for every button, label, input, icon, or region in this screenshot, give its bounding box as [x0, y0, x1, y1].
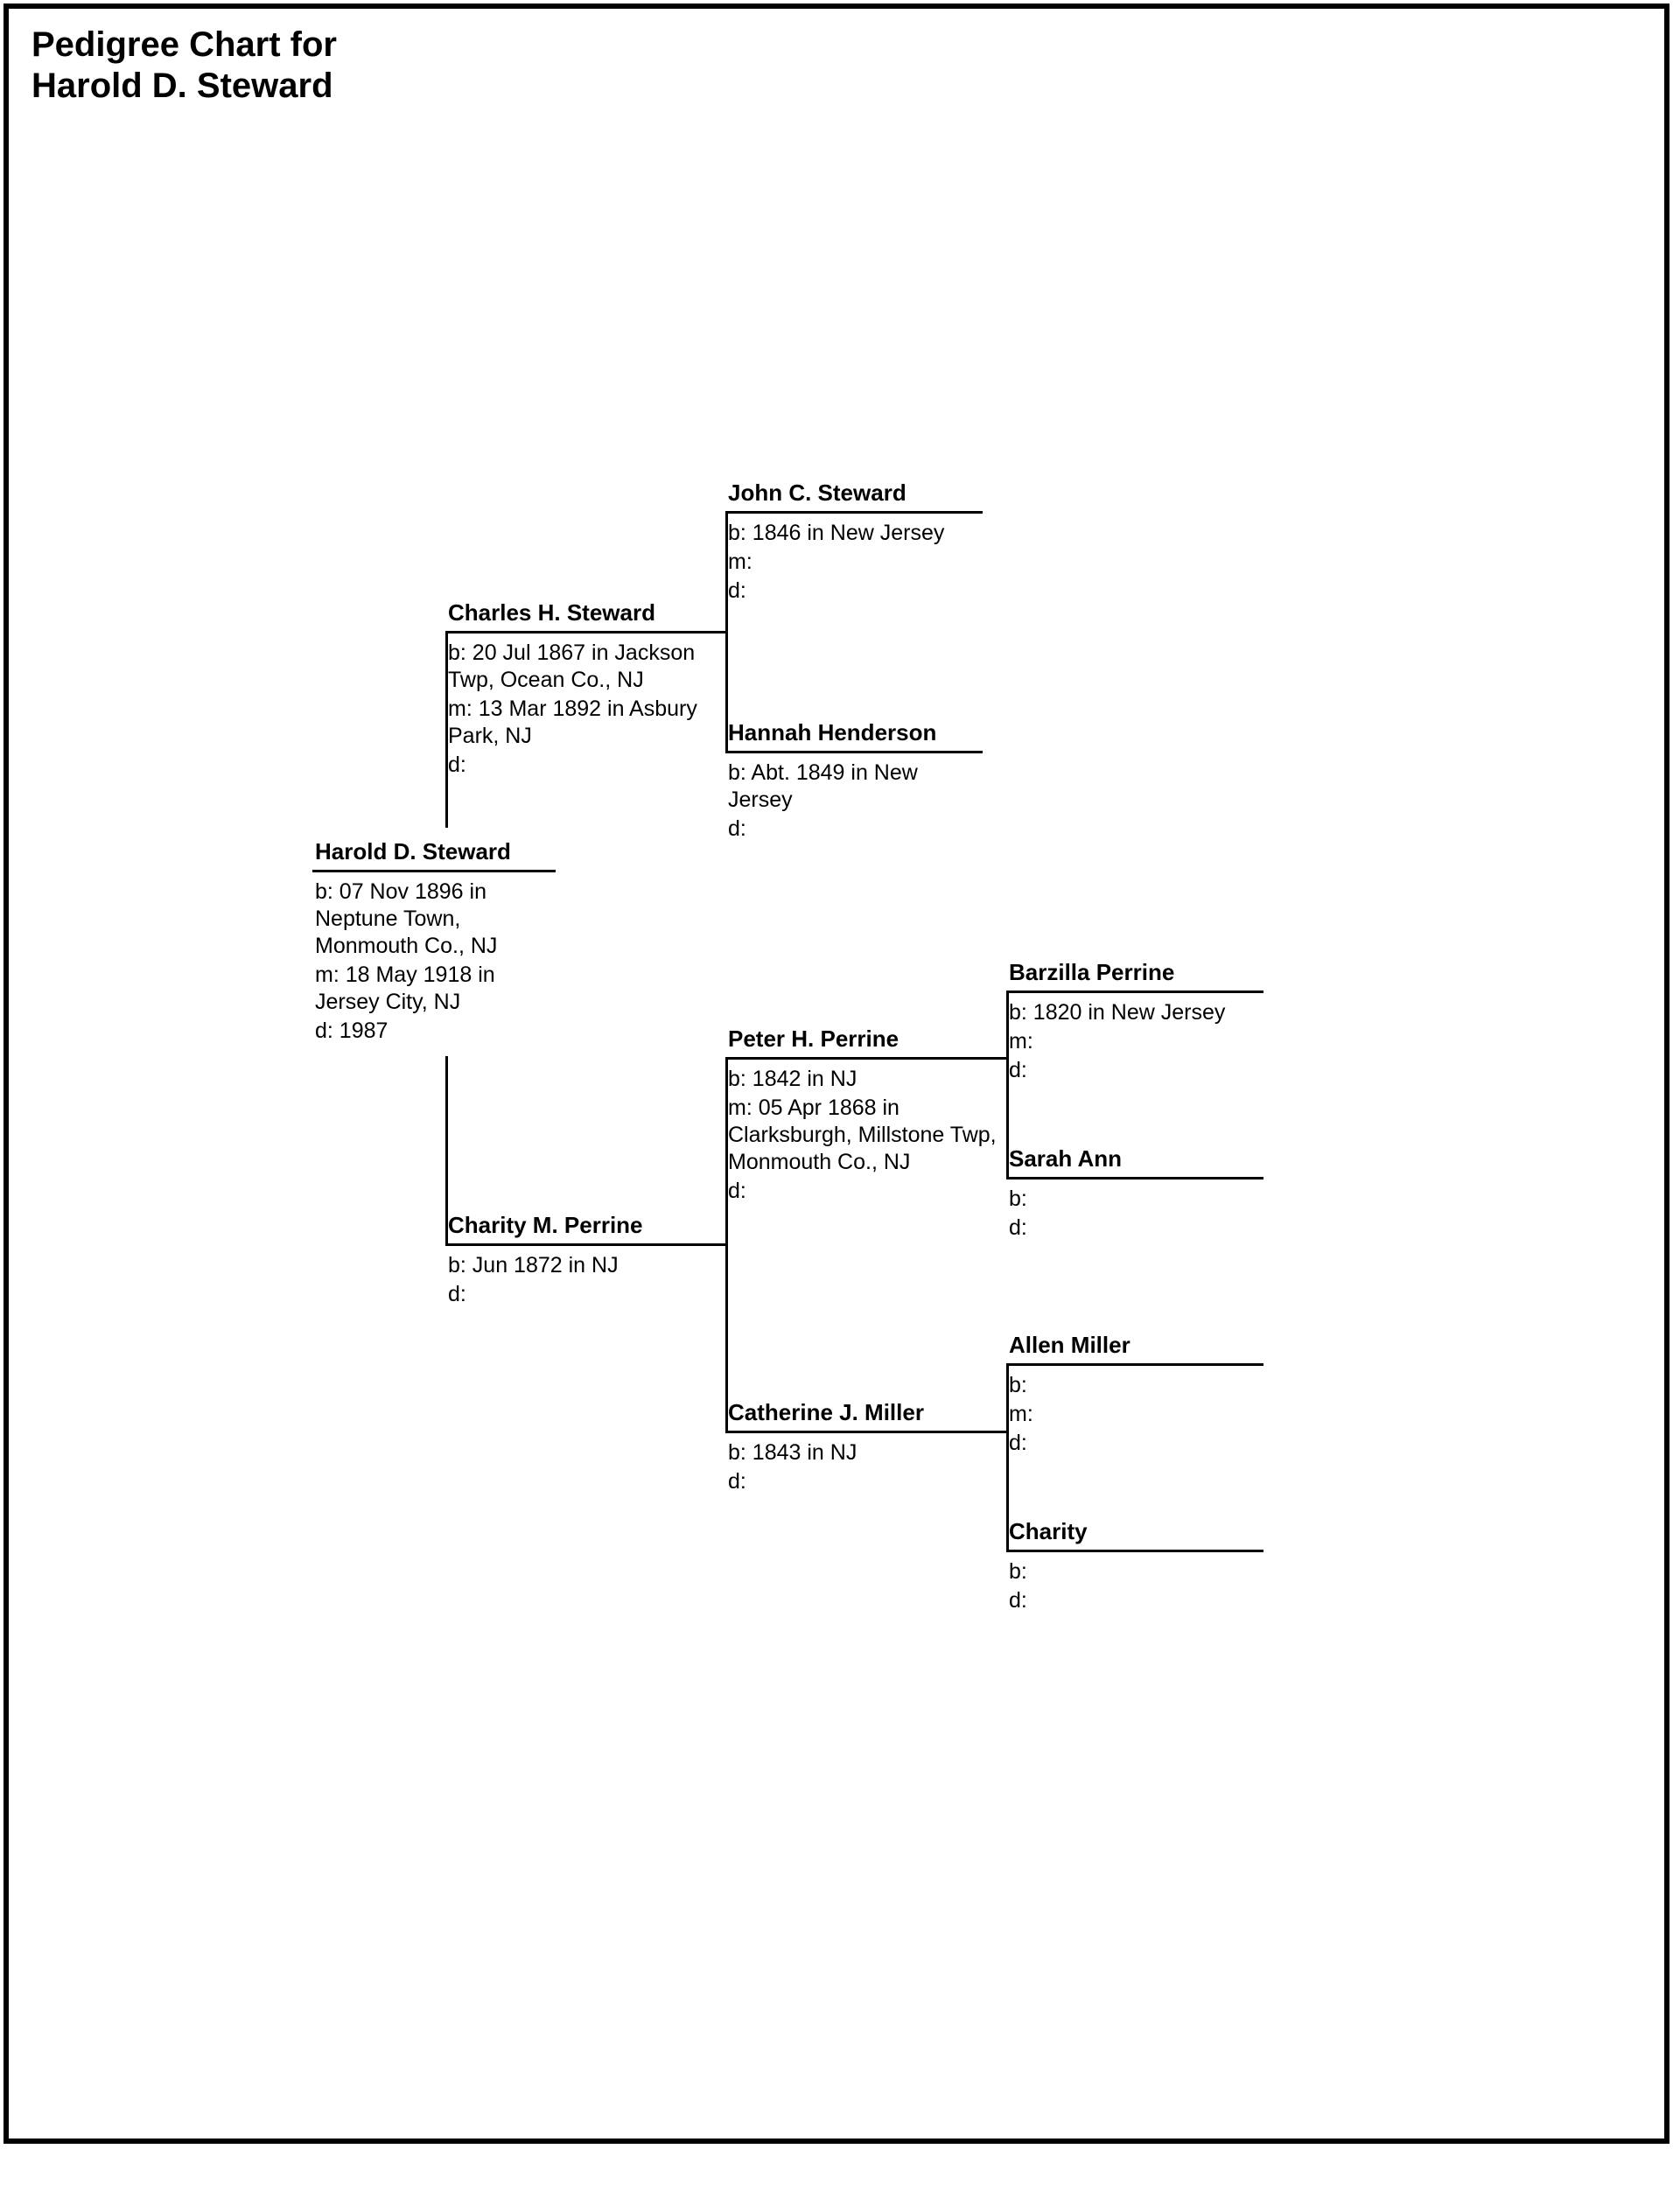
page-border — [4, 4, 1670, 2144]
person-name: Barzilla Perrine — [1009, 959, 1175, 985]
person-details: b: Jun 1872 in NJ d: — [448, 1252, 723, 1310]
name-underline — [1006, 990, 1264, 993]
person-name: Charles H. Steward — [448, 599, 655, 626]
life-event: m: — [728, 550, 752, 574]
life-event: d: — [1009, 1431, 1027, 1455]
connector-catherine-parents — [1006, 1363, 1009, 1552]
life-event: b: Abt. 1849 in New Jersey — [728, 760, 918, 812]
life-event: d: — [728, 578, 746, 603]
life-event: b: Jun 1872 in NJ — [448, 1253, 619, 1278]
person-details: b: 1846 in New Jersey m: d: — [728, 520, 978, 606]
person-details: b: d: — [1009, 1558, 1259, 1616]
person-name: Catherine J. Miller — [728, 1399, 924, 1425]
page-title-line-1: Pedigree Chart for — [32, 25, 337, 64]
life-event: b: — [1009, 1559, 1027, 1584]
person-name: Hannah Henderson — [728, 719, 937, 746]
page-title: Pedigree Chart for Harold D. Steward — [32, 24, 337, 107]
connector-harold-to-mother — [445, 1056, 448, 1246]
life-event: d: — [448, 1282, 466, 1306]
life-event: m: — [1009, 1029, 1033, 1054]
person-name: Charity M. Perrine — [448, 1212, 643, 1238]
person-details: b: Abt. 1849 in New Jersey d: — [728, 760, 978, 844]
life-event: b: 1843 in NJ — [728, 1440, 858, 1465]
person-details: b: 1843 in NJ d: — [728, 1439, 1003, 1497]
connector-harold-to-father — [445, 631, 448, 828]
life-event: d: — [1009, 1215, 1027, 1240]
connector-peter-parents — [1006, 990, 1009, 1180]
person-name: Allen Miller — [1009, 1332, 1130, 1358]
name-underline — [725, 1057, 1007, 1060]
life-event: m: 18 May 1918 in Jersey City, NJ — [315, 962, 495, 1014]
name-underline — [725, 511, 983, 514]
person-details: b: d: — [1009, 1186, 1259, 1243]
person-name: John C. Steward — [728, 480, 906, 506]
person-details: b: 07 Nov 1896 in Neptune Town, Monmouth… — [315, 878, 551, 1046]
person-details: b: m: d: — [1009, 1372, 1259, 1459]
life-event: d: — [728, 816, 746, 841]
person-details: b: 1820 in New Jersey m: d: — [1009, 999, 1259, 1086]
person-details: b: 20 Jul 1867 in Jackson Twp, Ocean Co.… — [448, 640, 723, 780]
name-underline — [445, 631, 727, 634]
life-event: d: — [1009, 1058, 1027, 1082]
page-title-line-2: Harold D. Steward — [32, 66, 333, 105]
name-underline — [725, 1431, 1007, 1433]
person-name: Peter H. Perrine — [728, 1026, 900, 1052]
life-event: b: 20 Jul 1867 in Jackson Twp, Ocean Co.… — [448, 640, 696, 692]
life-event: b: 1820 in New Jersey — [1009, 1000, 1226, 1025]
name-underline — [1006, 1550, 1264, 1552]
life-event: d: — [728, 1469, 746, 1494]
name-underline — [312, 870, 556, 872]
life-event: d: — [1009, 1588, 1027, 1613]
life-event: d: 1987 — [315, 1018, 388, 1043]
person-name: Harold D. Steward — [315, 838, 511, 864]
name-underline — [445, 1243, 727, 1246]
life-event: b: — [1009, 1373, 1027, 1397]
name-underline — [1006, 1177, 1264, 1180]
life-event: b: 07 Nov 1896 in Neptune Town, Monmouth… — [315, 879, 498, 958]
life-event: d: — [728, 1179, 746, 1203]
person-name: Sarah Ann — [1009, 1145, 1123, 1172]
name-underline — [1006, 1363, 1264, 1366]
person-name: Charity — [1009, 1518, 1088, 1544]
life-event: m: 13 Mar 1892 in Asbury Park, NJ — [448, 696, 697, 748]
life-event: b: — [1009, 1186, 1027, 1211]
life-event: b: 1842 in NJ — [728, 1067, 858, 1091]
name-underline — [725, 751, 983, 753]
life-event: b: 1846 in New Jersey — [728, 521, 945, 545]
life-event: m: 05 Apr 1868 in Clarksburgh, Millstone… — [728, 1096, 997, 1174]
person-details: b: 1842 in NJ m: 05 Apr 1868 in Clarksbur… — [728, 1066, 1003, 1207]
life-event: d: — [448, 752, 466, 777]
life-event: m: — [1009, 1402, 1033, 1426]
